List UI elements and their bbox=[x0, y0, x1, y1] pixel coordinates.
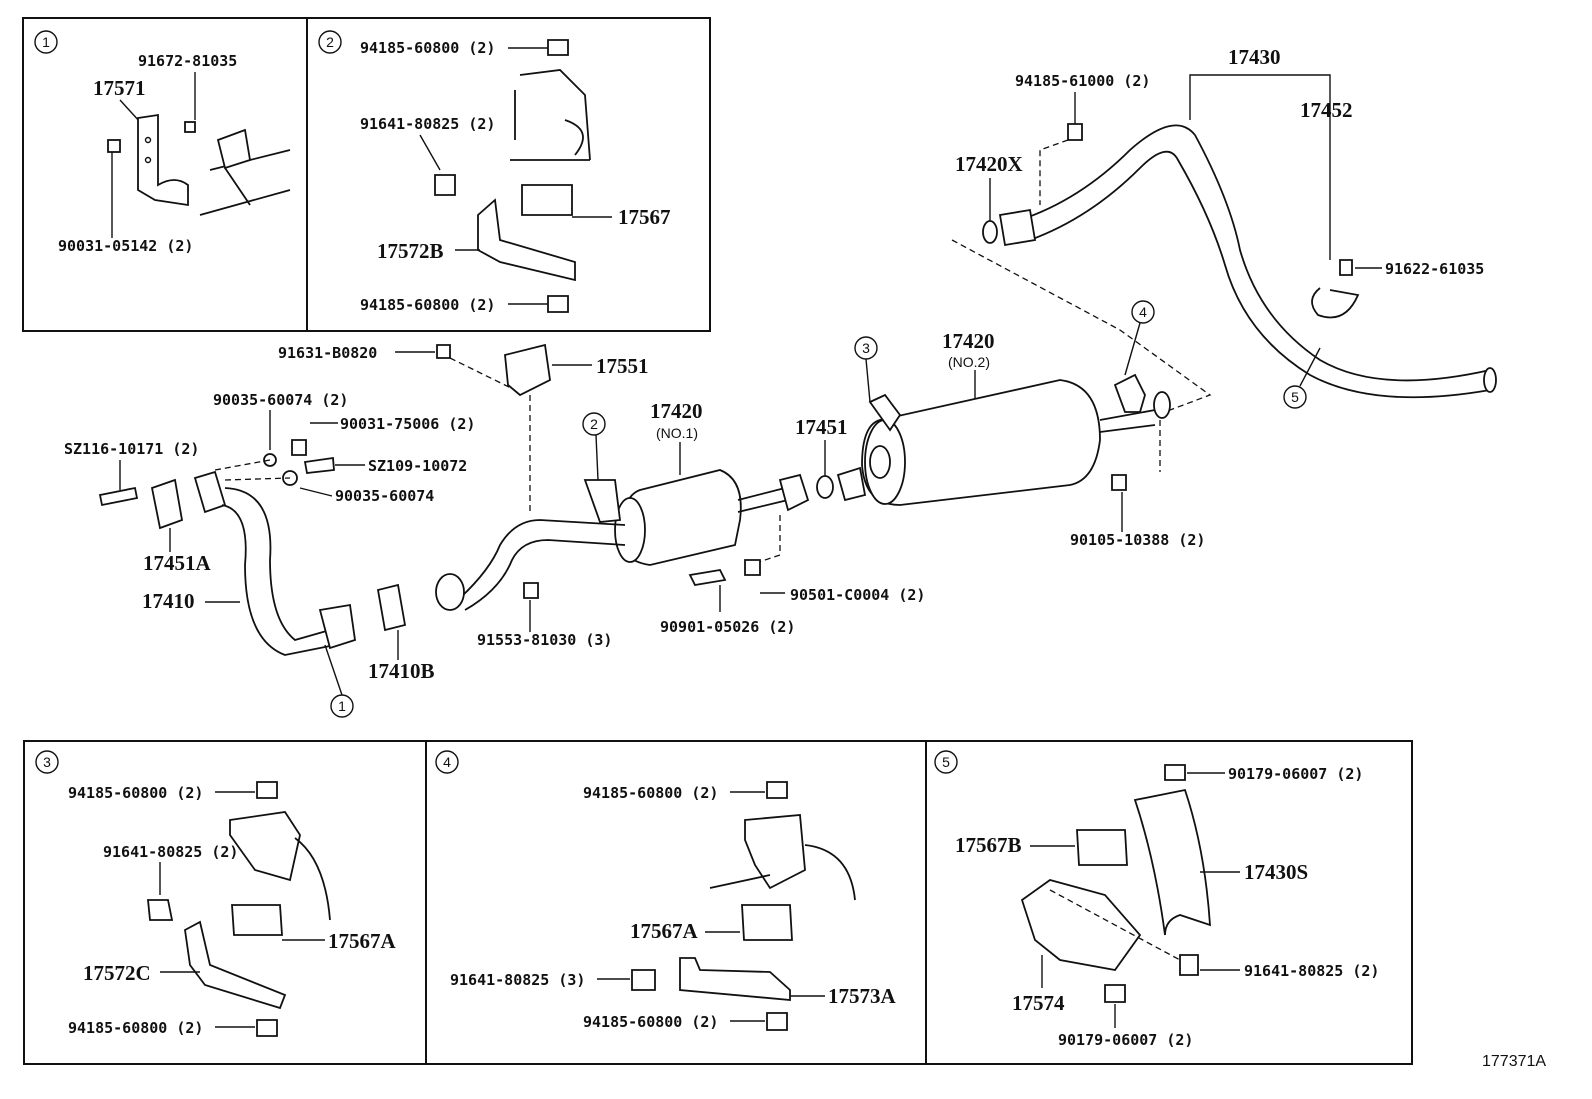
label-90501-C0004: 90501-C0004 (2) bbox=[790, 586, 925, 604]
label-17452: 17452 bbox=[1300, 98, 1353, 122]
inset-2-frame bbox=[306, 17, 711, 332]
callout-5: 5 bbox=[1291, 389, 1299, 405]
label-17410B: 17410B bbox=[368, 659, 435, 683]
label-17551: 17551 bbox=[596, 354, 649, 378]
label-17572B: 17572B bbox=[377, 239, 444, 263]
label-91672-81035: 91672-81035 bbox=[138, 52, 237, 70]
label-94185-60800-top: 94185-60800 (2) bbox=[360, 39, 495, 57]
label-91622-61035: 91622-61035 bbox=[1385, 260, 1484, 278]
label-3-91641-80825: 91641-80825 (2) bbox=[103, 843, 238, 861]
callout-2: 2 bbox=[590, 416, 598, 432]
label-17430S: 17430S bbox=[1244, 860, 1308, 884]
inset-4-number: 4 bbox=[443, 754, 451, 770]
label-5-91641-80825: 91641-80825 (2) bbox=[1244, 962, 1379, 980]
label-90031-75006: 90031-75006 (2) bbox=[340, 415, 475, 433]
label-90105-10388: 90105-10388 (2) bbox=[1070, 531, 1205, 549]
label-no1: (NO.1) bbox=[656, 425, 698, 441]
label-17571: 17571 bbox=[93, 76, 146, 100]
label-4-91641-80825: 91641-80825 (3) bbox=[450, 971, 585, 989]
label-4-94185-60800-bottom: 94185-60800 (2) bbox=[583, 1013, 718, 1031]
inset-3-number: 3 bbox=[43, 754, 51, 770]
inset-5-frame bbox=[925, 740, 1413, 1065]
inset-5: 5 90179-06007 (2) 17567B 17430S 91641-80… bbox=[934, 750, 1379, 1049]
inset-4: 4 94185-60800 (2) 17567A 91641-80825 (3)… bbox=[435, 750, 897, 1031]
label-17410: 17410 bbox=[142, 589, 195, 613]
label-SZ109-10072: SZ109-10072 bbox=[368, 457, 467, 475]
label-17567: 17567 bbox=[618, 205, 671, 229]
callout-4: 4 bbox=[1139, 304, 1147, 320]
label-90179-06007-bottom: 90179-06007 (2) bbox=[1058, 1031, 1193, 1049]
label-17420-no1: 17420 bbox=[650, 399, 703, 423]
label-4-94185-60800-top: 94185-60800 (2) bbox=[583, 784, 718, 802]
main-assembly: 17430 17452 94185-61000 (2) 17420X 91622… bbox=[64, 45, 1497, 718]
inset-3: 3 94185-60800 (2) 91641-80825 (2) 17567A… bbox=[35, 750, 397, 1037]
inset-2-number: 2 bbox=[326, 34, 334, 50]
label-17430: 17430 bbox=[1228, 45, 1281, 69]
label-90179-06007-top: 90179-06007 (2) bbox=[1228, 765, 1363, 783]
label-17573A: 17573A bbox=[828, 984, 897, 1008]
label-94185-61000: 94185-61000 (2) bbox=[1015, 72, 1150, 90]
label-91641-80825: 91641-80825 (2) bbox=[360, 115, 495, 133]
label-17574: 17574 bbox=[1012, 991, 1065, 1015]
label-94185-60800-bottom: 94185-60800 (2) bbox=[360, 296, 495, 314]
label-SZ116-10171: SZ116-10171 (2) bbox=[64, 440, 199, 458]
callout-1: 1 bbox=[338, 698, 346, 714]
label-17572C: 17572C bbox=[83, 961, 151, 985]
label-90901-05026: 90901-05026 (2) bbox=[660, 618, 795, 636]
figure-id: 177371A bbox=[1482, 1053, 1546, 1070]
label-90031-05142: 90031-05142 (2) bbox=[58, 237, 193, 255]
label-3-94185-60800-bottom: 94185-60800 (2) bbox=[68, 1019, 203, 1037]
inset-5-number: 5 bbox=[942, 754, 950, 770]
label-17420-no2: 17420 bbox=[942, 329, 995, 353]
label-17567B: 17567B bbox=[955, 833, 1022, 857]
label-17451: 17451 bbox=[795, 415, 848, 439]
callout-3: 3 bbox=[862, 340, 870, 356]
label-17567A-left: 17567A bbox=[328, 929, 397, 953]
label-91631-B0820: 91631-B0820 bbox=[278, 344, 377, 362]
label-3-94185-60800-top: 94185-60800 (2) bbox=[68, 784, 203, 802]
label-91553-81030: 91553-81030 (3) bbox=[477, 631, 612, 649]
label-17420X: 17420X bbox=[955, 152, 1023, 176]
label-90035-60074-2: 90035-60074 (2) bbox=[213, 391, 348, 409]
label-17451A: 17451A bbox=[143, 551, 212, 575]
inset-2: 2 94185-60800 (2) 91641-80825 (2) 17567 … bbox=[318, 30, 671, 314]
label-no2: (NO.2) bbox=[948, 354, 990, 370]
label-90035-60074: 90035-60074 bbox=[335, 487, 434, 505]
inset-1-number: 1 bbox=[42, 34, 50, 50]
label-17567A-mid: 17567A bbox=[630, 919, 699, 943]
inset-1: 1 91672-81035 17571 90031-05142 (2) bbox=[34, 30, 291, 255]
